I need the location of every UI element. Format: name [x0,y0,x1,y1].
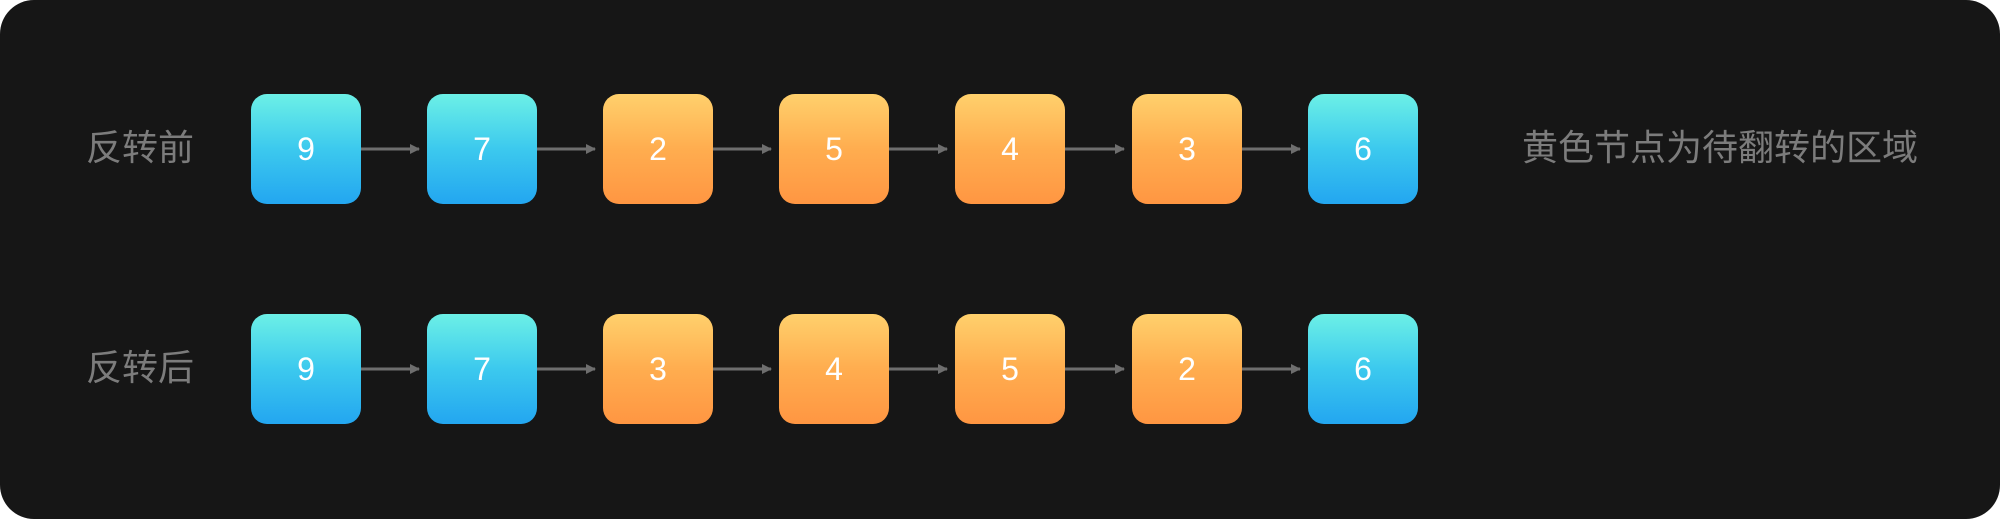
label-after-reverse: 反转后 [86,348,195,389]
node-before-4: 5 [779,94,889,204]
node-before-6: 3 [1132,94,1242,204]
node-before-2: 7 [427,94,537,204]
node-after-5: 5 [955,314,1065,424]
node-after-3: 3 [603,314,713,424]
node-after-7: 6 [1308,314,1418,424]
node-after-2: 7 [427,314,537,424]
node-after-4: 4 [779,314,889,424]
node-before-5: 4 [955,94,1065,204]
node-after-1: 9 [251,314,361,424]
legend-note: 黄色节点为待翻转的区域 [1522,128,1919,169]
node-before-3: 2 [603,94,713,204]
node-before-7: 6 [1308,94,1418,204]
label-before-reverse: 反转前 [86,128,195,169]
node-after-6: 2 [1132,314,1242,424]
node-before-1: 9 [251,94,361,204]
